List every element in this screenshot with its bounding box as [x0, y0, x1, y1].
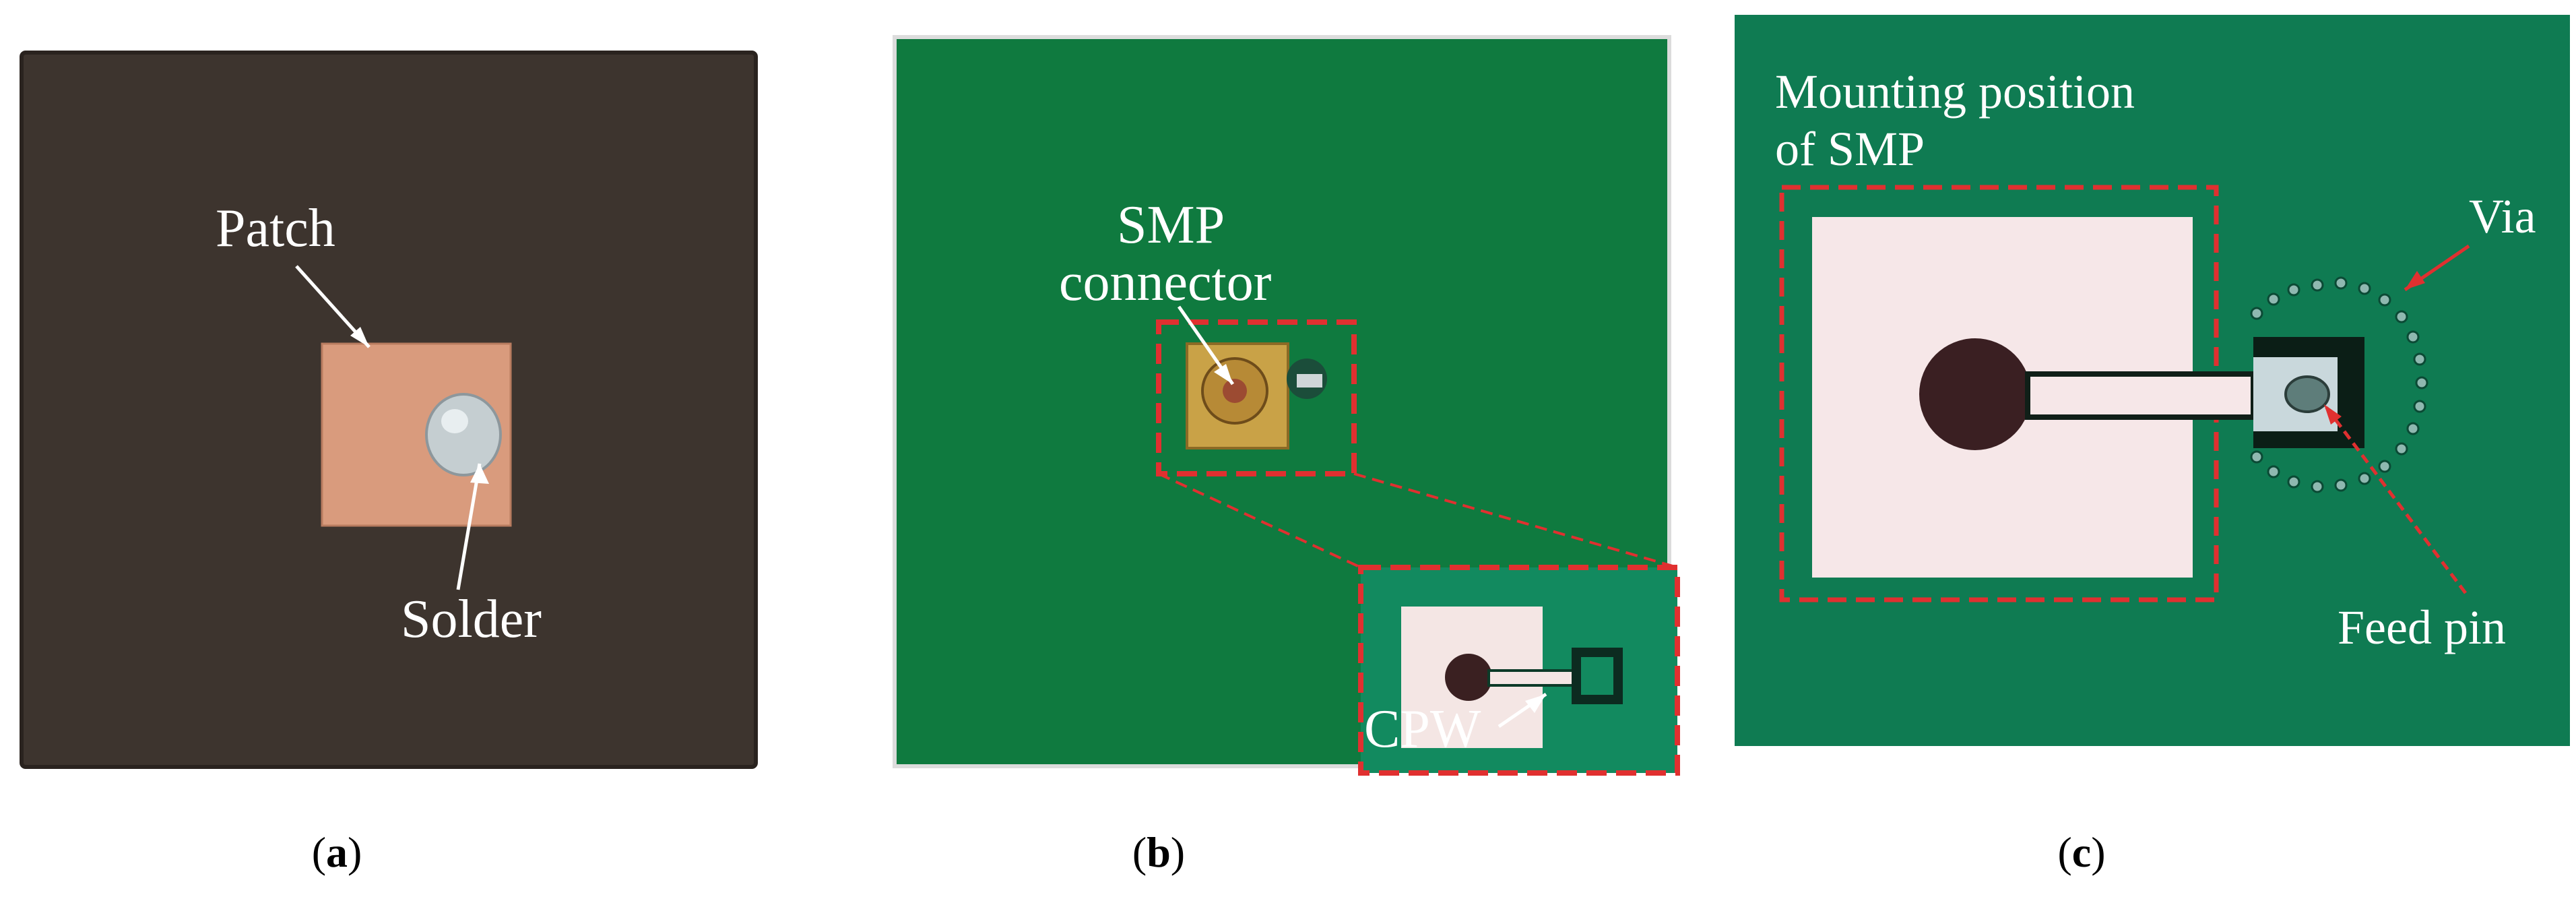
panel-b-caption: (b): [1132, 828, 1186, 876]
feed-pin: [2284, 375, 2330, 413]
smp-label-line2: connector: [1059, 253, 1271, 312]
panel-c-caption: (c): [2057, 828, 2106, 876]
feed-pin-label: Feed pin: [2338, 600, 2506, 654]
panel-b-photo: SMP connector CPW: [893, 35, 1680, 776]
smp-label-line1: SMP: [1117, 195, 1225, 255]
patch-label: Patch: [216, 199, 335, 258]
cpw-trace: [2025, 371, 2256, 420]
center-hole: [1919, 338, 2031, 450]
solder-blob: [425, 393, 502, 476]
panel-c-caption-letter: c: [2071, 828, 2092, 876]
panel-a-caption-letter: a: [326, 828, 348, 876]
cpw-label: CPW: [1364, 700, 1481, 759]
panel-a-caption: (a): [311, 828, 362, 876]
connector-dashed-box: [1156, 319, 1357, 476]
panel-b-caption-letter: b: [1147, 828, 1171, 876]
via-ring: [2250, 276, 2428, 493]
panel-c-photo: Mounting position of SMP Via Feed pin: [1735, 15, 2570, 746]
mounting-label-line1: Mounting position: [1775, 65, 2135, 119]
solder-label: Solder: [401, 590, 542, 649]
panel-a-photo: Patch Solder: [20, 51, 758, 769]
via-label: Via: [2469, 189, 2536, 243]
mounting-label-line2: of SMP: [1775, 122, 1925, 176]
